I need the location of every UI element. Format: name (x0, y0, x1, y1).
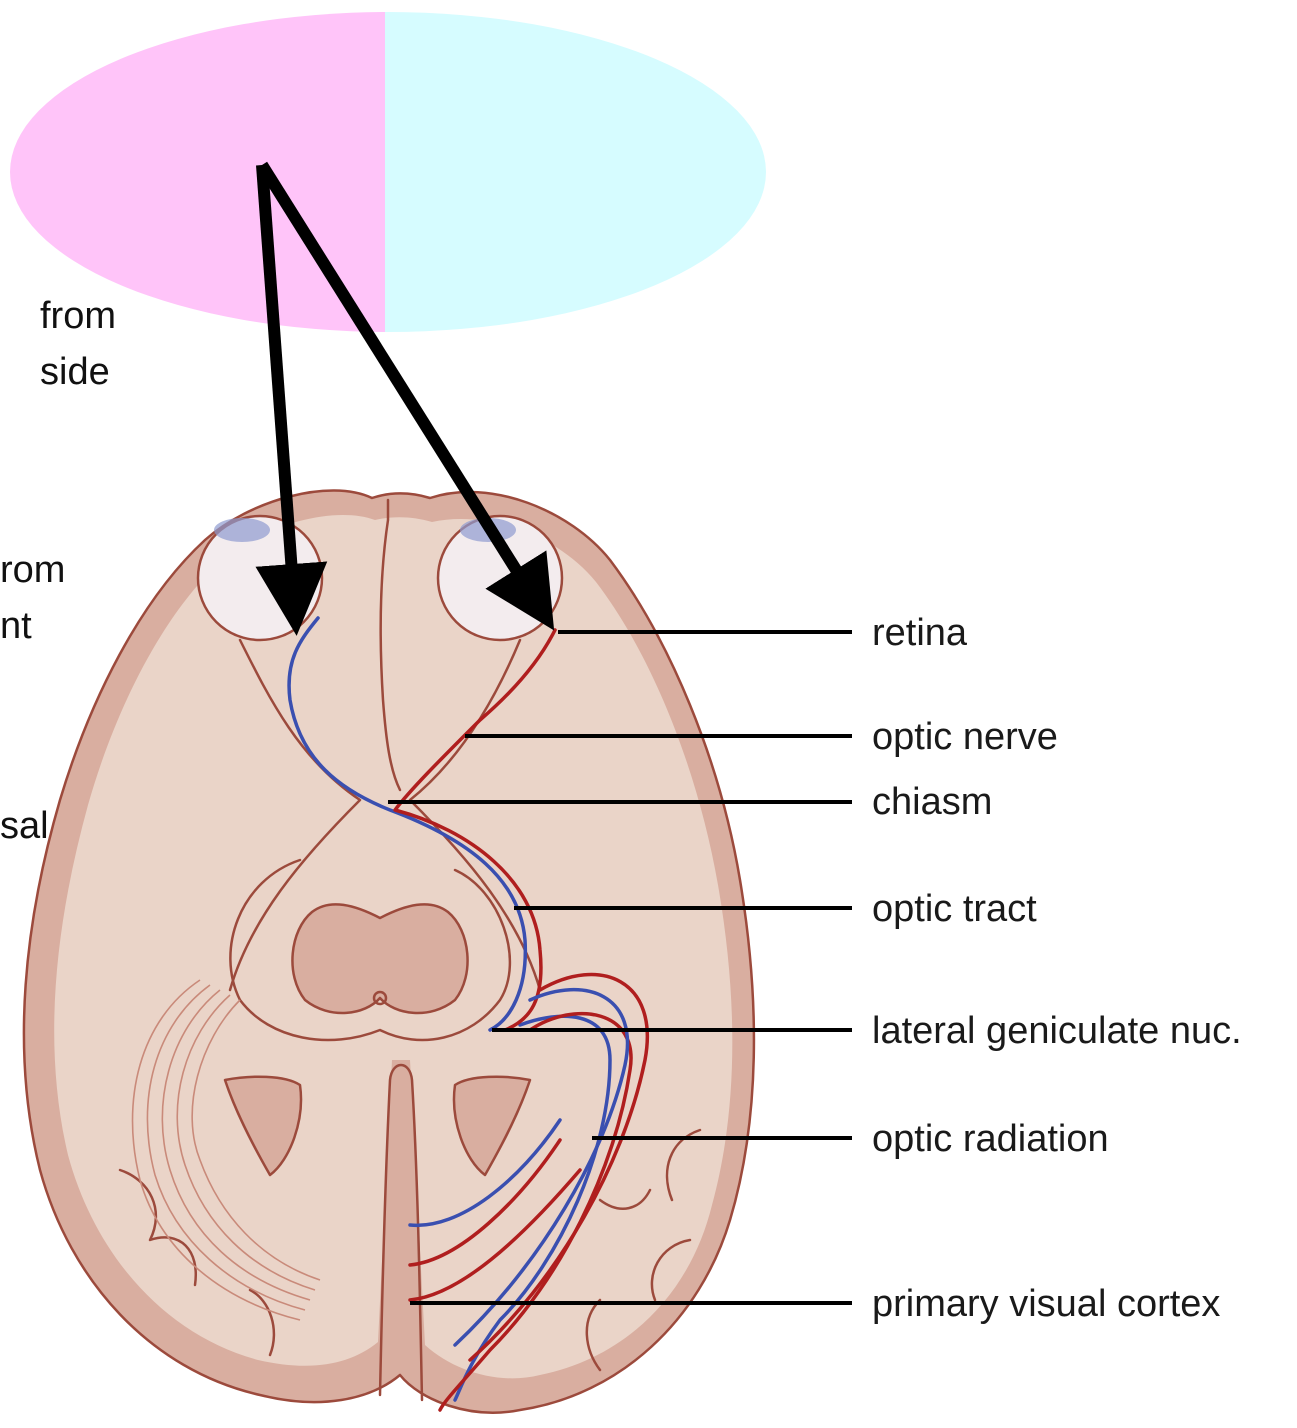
side-text-2a: rom (0, 549, 65, 591)
structure-labels: retina optic nerve chiasm optic tract la… (872, 612, 1242, 1325)
label-optic-tract: optic tract (872, 888, 1037, 930)
label-lateral-geniculate: lateral geniculate nuc. (872, 1010, 1242, 1052)
left-eye (198, 516, 322, 640)
thalamus-core (292, 904, 467, 1013)
side-text-1a: from (40, 295, 116, 337)
brain-illustration (24, 490, 754, 1412)
side-text-1b: side (40, 351, 110, 393)
label-optic-nerve: optic nerve (872, 716, 1058, 758)
visual-field (10, 12, 766, 332)
label-chiasm: chiasm (872, 781, 992, 823)
side-text-3a: sal (0, 805, 49, 847)
label-optic-radiation: optic radiation (872, 1118, 1109, 1160)
label-primary-visual-cortex: primary visual cortex (872, 1283, 1220, 1325)
label-retina: retina (872, 612, 968, 654)
side-text-2b: nt (0, 605, 32, 647)
